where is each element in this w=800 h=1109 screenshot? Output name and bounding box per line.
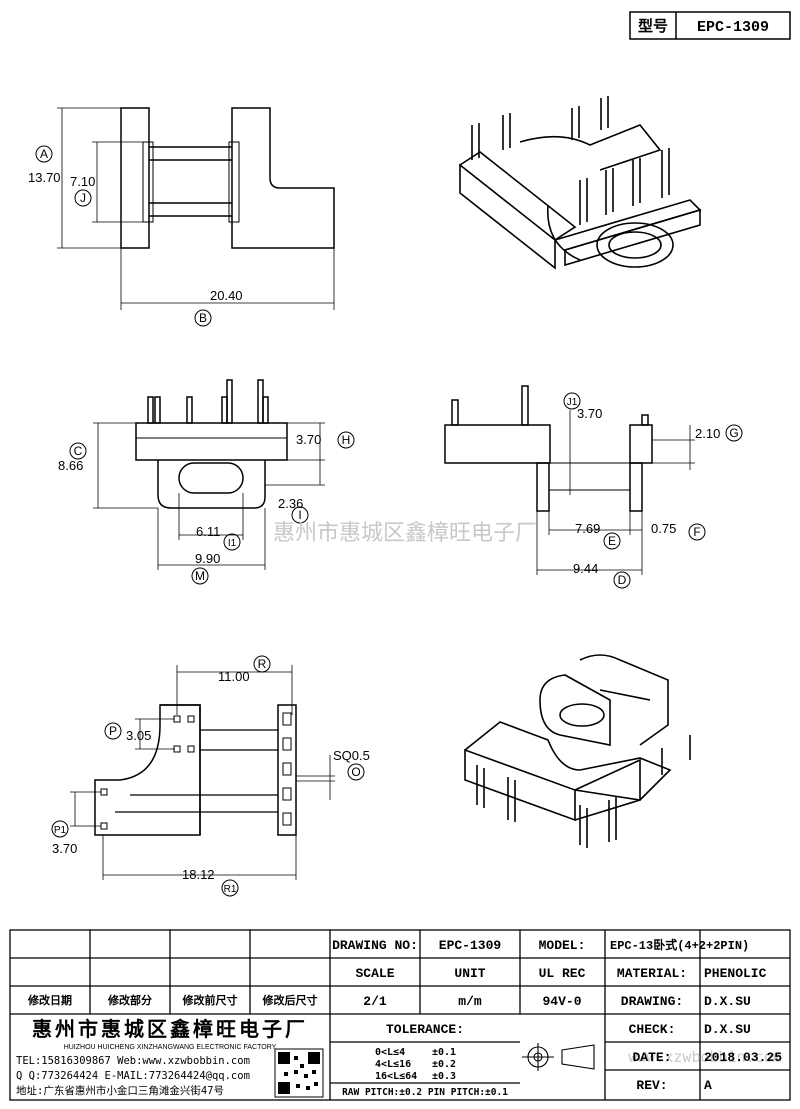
tol-range-3: 16<L≤64: [375, 1071, 417, 1082]
watermark-text: 惠州市惠城区鑫樟旺电子厂: [273, 521, 537, 546]
dim-b-value: 20.40: [210, 288, 243, 303]
dim-i1-letter: I1: [228, 538, 237, 549]
pitch-tolerance: RAW PITCH:±0.2 PIN PITCH:±0.1: [342, 1087, 508, 1098]
rev-value: A: [704, 1078, 712, 1093]
dim-j-value: 7.10: [70, 174, 95, 189]
date-value: 2018.03.25: [704, 1050, 782, 1065]
dim-p1-value: 3.70: [52, 841, 77, 856]
dim-h-value: 3.70: [296, 432, 321, 447]
title-block: [9, 929, 791, 1101]
dim-p-letter: P: [109, 724, 117, 738]
dim-j1-letter: J1: [567, 397, 578, 408]
dim-r-value: 11.00: [218, 669, 250, 684]
dim-p-value: 3.05: [126, 728, 151, 743]
dim-e-letter: E: [608, 534, 616, 548]
dim-o-letter: O: [351, 765, 360, 779]
ul-rec-value: 94V-0: [542, 994, 581, 1009]
iso-view-top: [459, 96, 702, 270]
model-label: MODEL:: [539, 938, 586, 953]
dim-m-value: 9.90: [195, 551, 220, 566]
material-value: PHENOLIC: [704, 966, 767, 981]
dim-p1-letter: P1: [54, 825, 67, 836]
dim-d-value: 9.44: [573, 561, 598, 576]
qr-code: [274, 1048, 324, 1098]
rev-header-after: 修改后尺寸: [262, 993, 318, 1007]
date-label: DATE:: [632, 1050, 671, 1065]
header-model-label: 型号: [638, 17, 668, 36]
dim-j1-value: 3.70: [577, 406, 602, 421]
dim-i1-value: 6.11: [196, 524, 220, 539]
end-view: [444, 385, 695, 575]
tol-range-1: 0<L≤4: [375, 1047, 405, 1058]
unit-label: UNIT: [454, 966, 485, 981]
dim-c-value: 8.66: [58, 458, 83, 473]
dim-o-value: SQ0.5: [333, 748, 370, 763]
unit-value: m/m: [458, 994, 482, 1009]
tol-value-2: ±0.2: [432, 1059, 456, 1070]
rev-header-date: 修改日期: [27, 993, 72, 1007]
dim-j-letter: J: [80, 191, 86, 205]
dim-m-letter: M: [195, 569, 205, 583]
check-label: CHECK:: [629, 1022, 676, 1037]
tol-range-2: 4<L≤16: [375, 1059, 411, 1070]
header-box: [629, 11, 791, 40]
dim-d-letter: D: [618, 573, 627, 587]
dim-a-letter: A: [40, 147, 48, 161]
dim-e-value: 7.69: [575, 521, 600, 536]
projection-symbol: [522, 1043, 595, 1071]
dim-i-letter: I: [298, 508, 301, 522]
contact-address: 地址:广东省惠州市小金口三角滩金兴街47号: [16, 1084, 224, 1097]
dim-g-letter: G: [729, 426, 738, 440]
dim-r1-value: 18.12: [182, 867, 215, 882]
material-label: MATERIAL:: [617, 966, 687, 981]
company-name-cn: 惠州市惠城区鑫樟旺电子厂: [32, 1017, 308, 1041]
drawing-no-value: EPC-1309: [439, 938, 502, 953]
rev-header-before: 修改前尺寸: [182, 993, 238, 1007]
dim-b-letter: B: [199, 311, 207, 325]
ul-rec-label: UL REC: [539, 966, 586, 981]
side-view: [93, 379, 325, 570]
company-name-en: HUIZHOU HUICHENG XINZHANGWANG ELECTRONIC…: [64, 1044, 277, 1051]
drawing-label: DRAWING:: [621, 994, 683, 1009]
dim-a-value: 13.70: [28, 170, 61, 185]
dim-h-letter: H: [342, 433, 351, 447]
tol-value-3: ±0.3: [432, 1071, 456, 1082]
scale-value: 2/1: [363, 994, 387, 1009]
contact-qq: Q Q:773264424 E-MAIL:773264424@qq.com: [16, 1070, 250, 1082]
tol-value-1: ±0.1: [432, 1047, 456, 1058]
header-model-value: EPC-1309: [697, 19, 769, 36]
rev-label: REV:: [636, 1078, 667, 1093]
bottom-view: [70, 665, 335, 880]
dim-r-letter: R: [258, 657, 267, 671]
dim-f-letter: F: [693, 525, 700, 539]
dim-c-letter: C: [74, 444, 83, 458]
front-view: [57, 107, 335, 310]
drawing-no-label: DRAWING NO:: [332, 938, 418, 953]
tolerance-label: TOLERANCE:: [386, 1022, 464, 1037]
dim-f-value: 0.75: [651, 521, 676, 536]
check-value: D.X.SU: [704, 1022, 751, 1037]
watermark-url: www.xzwbobbin.com: [628, 1048, 782, 1066]
drawing-value: D.X.SU: [704, 994, 751, 1009]
model-value: EPC-13卧式(4+2+2PIN): [610, 937, 749, 953]
contact-tel: TEL:15816309867 Web:www.xzwbobbin.com: [16, 1055, 250, 1067]
dim-g-value: 2.10: [695, 426, 720, 441]
iso-view-bottom: [464, 654, 691, 848]
rev-header-part: 修改部分: [107, 993, 152, 1007]
scale-label: SCALE: [355, 966, 394, 981]
dim-r1-letter: R1: [224, 884, 237, 895]
